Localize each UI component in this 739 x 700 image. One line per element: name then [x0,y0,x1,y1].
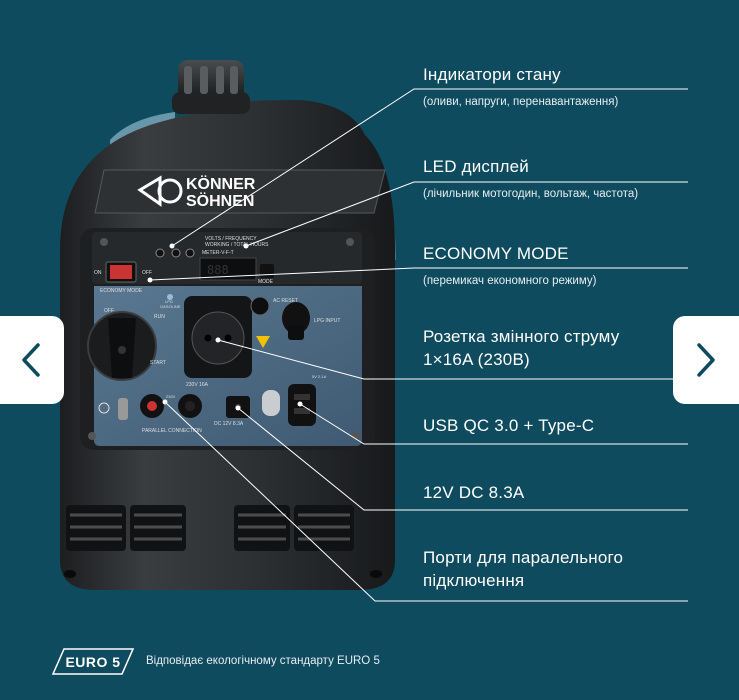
lpg-label: LPG [165,299,173,304]
eco-label: ECONOMY MODE [100,288,143,294]
next-slide-button[interactable] [673,316,739,404]
lpg-input-label: LPG INPUT [314,318,340,324]
euro5-badge: EURO 5 [52,648,134,675]
off-label: OFF [142,270,152,276]
feature-led-display: LED дисплей (лічильник мотогодин, вольта… [423,155,638,202]
feature-title: Індикатори стану [423,65,561,84]
feature-usb: USB QC 3.0 + Type-C [423,414,594,437]
feature-title-line2: підключення [423,571,525,590]
dc-label: DC 12V 8.3A [214,421,244,427]
feature-subtitle: (оливи, напруги, перенавантаження) [423,96,619,108]
feature-economy-mode: ECONOMY MODE (перемикач економного режим… [423,242,596,289]
svg-text:888: 888 [207,263,229,277]
feature-subtitle: (лічильник мотогодин, вольтаж, частота) [423,188,639,200]
feature-title: Порти для паралельного [423,548,624,567]
ground-terminal [118,398,128,420]
ground-icon [98,402,110,414]
engine-switch-knob[interactable] [87,311,157,381]
feature-ac-socket: Розетка змінного струму 1×16A (230В) [423,325,619,371]
feature-dc: 12V DC 8.3A [423,481,524,504]
hours-label: WORKING / TOTAL HOURS [205,242,269,248]
knob-off-label: OFF [104,308,114,314]
feature-title: Розетка змінного струму [423,327,620,346]
feature-title-line2: 1×16A (230В) [423,350,530,369]
mode-label: MODE [258,279,274,285]
euro5-caption: Відповідає екологічному стандарту EURO 5 [146,655,380,667]
status-indicators [155,248,195,258]
prev-slide-button[interactable] [0,316,64,404]
knob-run-label: RUN [154,314,165,320]
lpg-input-cap [282,302,310,340]
feature-title: USB QC 3.0 + Type-C [423,416,595,435]
socket-label: 230V 16A [186,382,209,388]
gasoline-label: GASOLINE [160,304,181,309]
feature-title: 12V DC 8.3A [423,483,525,502]
chevron-right-icon [697,343,715,377]
on-label: ON [94,270,102,276]
ac-socket[interactable] [184,296,252,378]
ac-reset-button[interactable] [250,296,270,316]
feature-subtitle: (перемикач економного режиму) [423,275,597,287]
knob-start-label: START [150,360,166,366]
feature-title: LED дисплей [423,157,529,176]
ac-reset-label: AC RESET [273,298,298,304]
brand-line2: SÖHNEN [186,191,254,210]
parallel-ports[interactable] [140,394,202,418]
feature-parallel: Порти для паралельного підключення [423,546,623,592]
economy-switch[interactable] [105,261,137,283]
euro5-badge-text: EURO 5 [65,653,121,670]
vent-grille [66,505,354,551]
feature-status-indicators: Індикатори стану (оливи, напруги, перена… [423,63,618,110]
feature-title: ECONOMY MODE [423,244,569,263]
parallel-label: PARALLEL CONNECTION [142,428,202,434]
v230-label: 230V [166,394,176,399]
led-display: 888 [199,257,274,281]
mode-button[interactable] [260,264,274,278]
meter-label: METER-V-F-T [202,250,234,256]
chevron-left-icon [22,343,40,377]
volt-label: VOLTS / FREQUENCY [205,236,257,242]
brand-logo-icon [137,175,183,207]
brand-line1: KÖNNER [186,174,256,193]
fuel-cap [172,60,250,114]
badge-frame-icon [52,648,134,675]
usb-label: 5V 2.1A [312,374,327,379]
callout-lines [149,88,688,602]
warning-icon [256,336,270,348]
